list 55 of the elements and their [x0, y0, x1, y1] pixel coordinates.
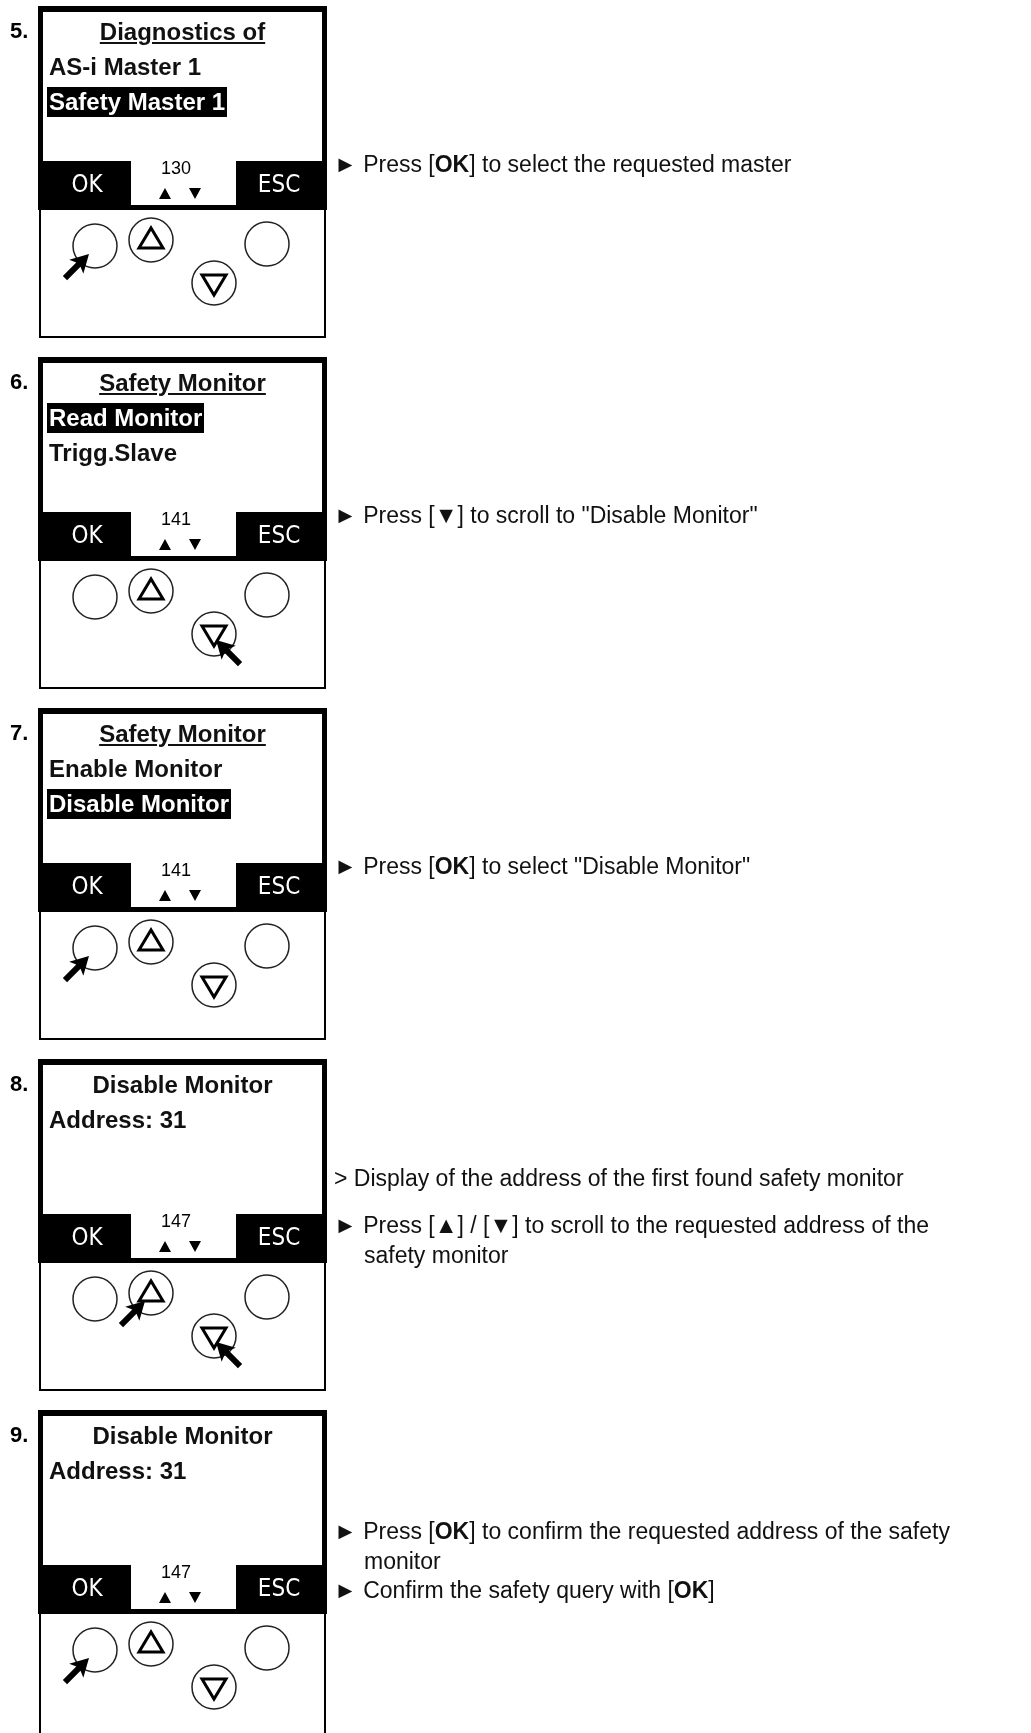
instruction-text: > Display of the address of the first found safety monitor	[334, 1164, 905, 1193]
instruction-text: ► Press [▼] to scroll to "Disable Monitor"	[334, 501, 759, 530]
screen-title: Diagnostics of	[99, 18, 266, 46]
screen-title: Safety Monitor	[99, 369, 266, 397]
softkey-button: OK	[43, 1565, 131, 1611]
display-screen	[38, 6, 327, 210]
step-number: 8.	[10, 1071, 29, 1097]
softkey-button: ESC	[236, 1565, 322, 1611]
node-label: ESC	[257, 521, 301, 549]
highlighted-menu-item: Read Monitor	[47, 403, 205, 433]
softkey-button: ESC	[236, 1214, 322, 1260]
node-label: OK	[71, 1574, 103, 1602]
node-label: OK	[71, 170, 103, 198]
softkey-button: OK	[43, 863, 131, 909]
node-label: ESC	[257, 1574, 301, 1602]
display-screen	[38, 708, 327, 912]
menu-number: 147	[161, 1562, 192, 1583]
node-label: OK	[71, 521, 103, 549]
softkey-button: ESC	[236, 512, 322, 558]
highlighted-menu-item: Disable Monitor	[47, 789, 231, 819]
display-screen	[38, 1410, 327, 1614]
screen-title: Disable Monitor	[92, 1422, 273, 1450]
screen-title: Safety Monitor	[99, 720, 266, 748]
menu-number: 141	[161, 860, 192, 881]
menu-number: 141	[161, 509, 192, 530]
step-number: 7.	[10, 720, 29, 746]
menu-item: Enable Monitor	[48, 754, 224, 784]
node-label: ESC	[257, 170, 301, 198]
screen-title: Disable Monitor	[92, 1071, 273, 1099]
node-label: ESC	[257, 1223, 301, 1251]
softkey-button: OK	[43, 161, 131, 207]
softkey-button: OK	[43, 1214, 131, 1260]
menu-item: Address: 31	[48, 1456, 188, 1486]
step-number: 6.	[10, 369, 29, 395]
node-label: OK	[71, 1223, 103, 1251]
display-screen	[38, 357, 327, 561]
instruction-text: ► Confirm the safety query with [OK]	[334, 1576, 716, 1605]
node-label: ESC	[257, 872, 301, 900]
softkey-button: ESC	[236, 161, 322, 207]
step-number: 5.	[10, 18, 29, 44]
menu-number: 147	[161, 1211, 192, 1232]
display-screen	[38, 1059, 327, 1263]
softkey-button: ESC	[236, 863, 322, 909]
step-number: 9.	[10, 1422, 29, 1448]
highlighted-menu-item: Safety Master 1	[47, 87, 228, 117]
menu-item: Address: 31	[48, 1105, 188, 1135]
instruction-text: ► Press [▲] / [▼] to scroll to the requested address of the safety monitor	[334, 1211, 930, 1270]
instruction-text: ► Press [OK] to select the requested master	[334, 150, 793, 179]
softkey-button: OK	[43, 512, 131, 558]
node-label: OK	[71, 872, 103, 900]
menu-number: 130	[161, 158, 192, 179]
instruction-text: ► Press [OK] to select "Disable Monitor"	[334, 852, 752, 881]
menu-item: AS-i Master 1	[48, 52, 203, 82]
instruction-text: ► Press [OK] to confirm the requested address of the safety monitor	[334, 1517, 951, 1576]
menu-item: Trigg.Slave	[48, 438, 179, 468]
